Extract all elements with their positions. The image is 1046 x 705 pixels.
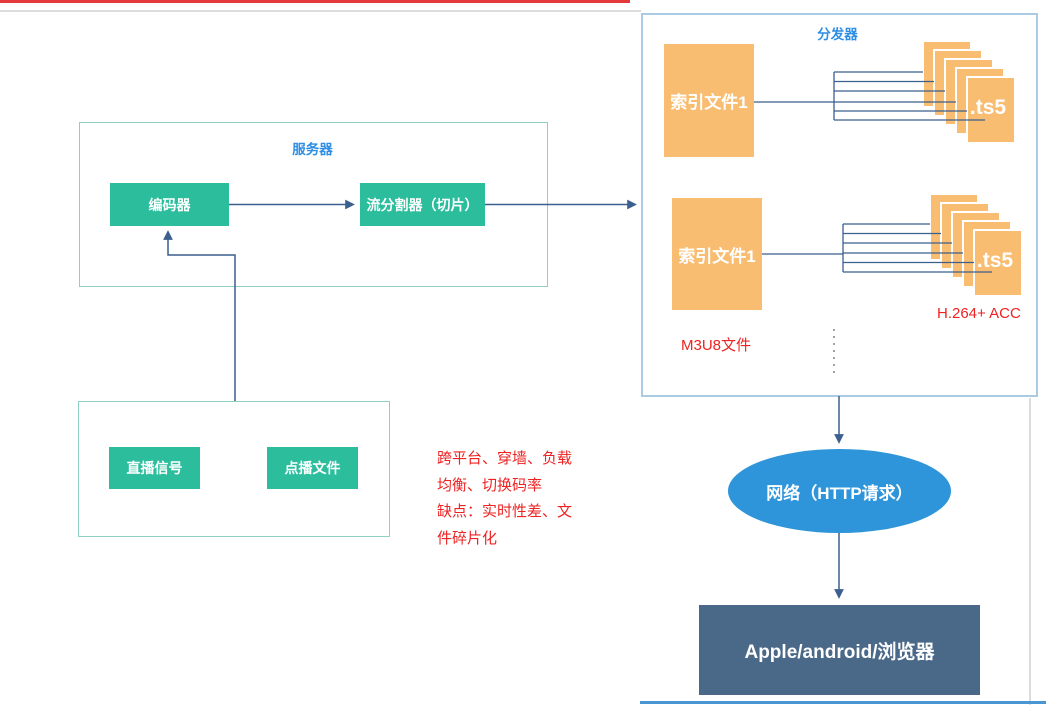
annotation-line: 缺点：实时性差、文 (437, 503, 573, 520)
server-frame-label: 服务器 (292, 142, 333, 157)
ts-file-stack-1 (922, 40, 1016, 144)
client-node: Apple/android/浏览器 (699, 605, 980, 695)
source-frame (78, 401, 390, 537)
annotation-line: 件碎片化 (437, 529, 498, 547)
annotation-notes: 跨平台、穿墙、负载 均衡、切换码率 缺点：实时性差、文 件碎片化 (437, 446, 572, 552)
index2-to-stack-lines (762, 223, 992, 273)
index-file-2-node: 索引文件1 (672, 198, 762, 310)
m3u8-label: M3U8文件 (681, 337, 752, 354)
ts-segment-label-2: .ts5 (976, 249, 1014, 272)
top-divider-line (0, 10, 641, 12)
ts-segment-label-1: .ts5 (969, 96, 1007, 119)
splitter-node: 流分割器（切片） (360, 183, 485, 226)
right-divider-line (1029, 398, 1031, 705)
ts-file-stack-2 (929, 193, 1023, 297)
codec-label: H.264+ ACC (937, 305, 1021, 322)
index1-to-stack-lines (754, 71, 985, 121)
annotation-line: 跨平台、穿墙、负载 (437, 450, 573, 467)
bottom-blue-line (640, 701, 1046, 704)
arrow-source-to-encoder (163, 230, 236, 401)
top-red-line (0, 0, 630, 3)
annotation-line: 均衡、切换码率 (437, 476, 543, 494)
index-file-1-node: 索引文件1 (664, 44, 754, 157)
encoder-node: 编码器 (110, 183, 229, 226)
vod-file-node: 点播文件 (267, 447, 358, 489)
network-node: 网络（HTTP请求） (728, 449, 951, 533)
live-signal-node: 直播信号 (109, 447, 200, 489)
distributor-frame-label: 分发器 (817, 27, 858, 42)
